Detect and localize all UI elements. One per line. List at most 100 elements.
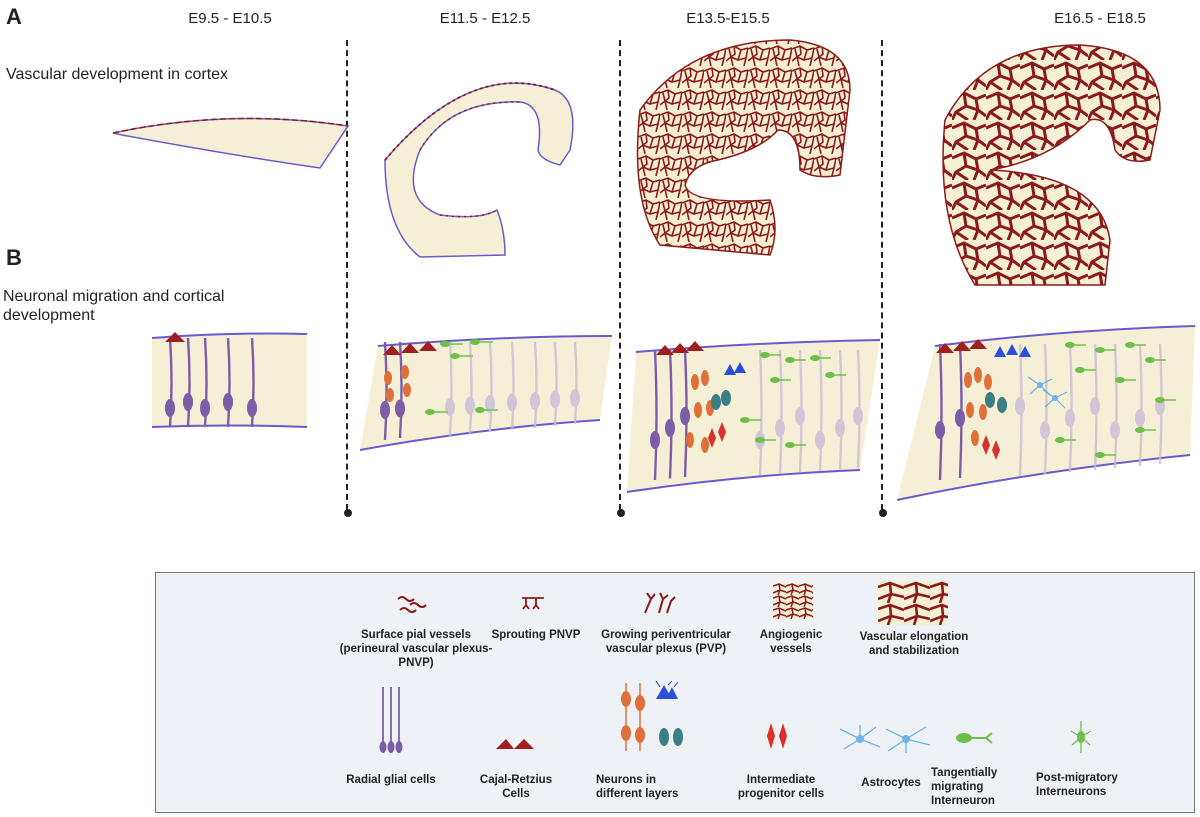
interneuron	[785, 442, 795, 448]
neuron	[979, 404, 987, 420]
cajal-retzius-cell	[969, 339, 987, 349]
neuron	[386, 388, 394, 402]
vascular-stage-2	[384, 82, 574, 258]
radial-glial-cell	[507, 341, 517, 431]
interneuron	[825, 372, 835, 378]
intermediate-progenitor	[982, 435, 990, 455]
neuron	[403, 383, 411, 397]
surface-pial-vessels-icon	[397, 596, 427, 613]
neuron	[694, 402, 702, 418]
vascular-elongation-icon	[878, 581, 948, 625]
radial-glial-cell	[485, 341, 495, 433]
legend-label-sprouting: Sprouting PNVP	[491, 629, 581, 641]
cortex-slab-stage-2	[359, 335, 613, 451]
stage-label-3: E13.5-E15.5	[686, 10, 770, 27]
interneuron	[1075, 367, 1085, 373]
neuron	[984, 374, 992, 390]
radial-glial-cell	[1135, 343, 1145, 467]
intermediate-progenitor	[992, 440, 1000, 460]
radial-glial-cell	[247, 337, 257, 428]
neuron	[384, 371, 392, 385]
cajal-retzius-cell	[953, 341, 971, 351]
vascular-title: Vascular development in cortex	[6, 66, 229, 83]
neuron	[971, 430, 979, 446]
vascular-stage-3	[636, 39, 851, 256]
cajal-retzius-cell	[383, 345, 401, 355]
interneuron	[1095, 452, 1105, 458]
stage-label-2: E11.5 - E12.5	[439, 10, 531, 27]
cajal-retzius-cell	[686, 341, 704, 351]
radial-glial-cell	[935, 343, 945, 481]
sprouting-pnvp-icon	[522, 597, 544, 610]
interneuron	[1055, 437, 1065, 443]
interneuron	[755, 437, 765, 443]
radial-glial-cell	[665, 349, 675, 479]
interneuron	[770, 377, 780, 383]
radial-glia-group-stage-3	[650, 341, 863, 481]
radial-glial-cell	[570, 341, 580, 425]
neuron-deep-layer	[721, 390, 731, 406]
growing-pvp-icon	[644, 592, 676, 614]
radial-glial-cell	[1065, 343, 1075, 473]
intermediate-progenitor-icon	[767, 723, 787, 749]
neuron	[974, 367, 982, 383]
interneuron	[1135, 427, 1145, 433]
interneuron	[1065, 342, 1075, 348]
radial-glial-cell	[550, 341, 560, 427]
neuron	[701, 370, 709, 386]
cajal-retzius-cells-icon	[496, 739, 534, 749]
interneuron	[785, 357, 795, 363]
illustration-canvas	[112, 39, 1196, 501]
neuron	[966, 402, 974, 418]
tangential-interneuron-icon	[956, 732, 993, 744]
radial-glial-cells-icon	[379, 687, 403, 753]
radial-glial-cell	[1040, 343, 1050, 475]
neuron	[691, 374, 699, 390]
cajal-retzius-cell	[419, 341, 437, 351]
cajal-retzius-cell	[936, 343, 954, 353]
radial-glial-cell	[650, 349, 660, 481]
radial-glial-cell	[1015, 343, 1025, 477]
intermediate-progenitor	[718, 422, 726, 442]
stage-divider-2	[619, 40, 621, 510]
radial-glial-cell	[775, 349, 785, 475]
radial-glial-cell	[465, 341, 475, 435]
cajal-retzius-cell	[656, 345, 674, 355]
stage-label-4: E16.5 - E18.5	[1054, 10, 1146, 27]
radial-glial-cell	[853, 349, 863, 469]
neuron-upper-layer	[1006, 344, 1018, 355]
radial-glia-group-stage-2	[380, 339, 580, 441]
stage-divider-3	[881, 40, 883, 510]
radial-glial-cell	[183, 337, 193, 428]
radial-glial-cell	[200, 337, 210, 428]
cajal-retzius-cell	[671, 343, 689, 353]
panel-b-label: B	[6, 245, 22, 270]
radial-glial-cell	[530, 341, 540, 429]
interneuron	[1095, 347, 1105, 353]
interneuron	[740, 417, 750, 423]
neuron-deep-layer	[711, 394, 721, 410]
angiogenic-vessels-icon	[773, 583, 813, 619]
radial-glial-cell	[795, 349, 805, 473]
legend-label-astrocytes: Astrocytes	[861, 777, 921, 789]
neuronal-title-line1: Neuronal migration and cortical	[3, 288, 225, 305]
intermediate-progenitor	[708, 428, 716, 448]
radial-glia-group-stage-1	[165, 332, 257, 428]
legend-label-surface-pial: Surface pial vessels(perineural vascular…	[339, 629, 493, 669]
interneuron	[760, 352, 770, 358]
stage-divider-dot-1	[344, 509, 352, 517]
legend-box: Surface pial vessels(perineural vascular…	[155, 572, 1195, 813]
interneuron	[440, 341, 450, 347]
neuron-upper-layer	[724, 364, 736, 375]
stage-divider-dot-2	[617, 509, 625, 517]
interneuron	[1155, 397, 1165, 403]
radial-glia-group-stage-4	[935, 339, 1176, 481]
radial-glial-cell	[1110, 343, 1120, 469]
neuron-upper-layer	[994, 346, 1006, 357]
neuron	[401, 365, 409, 379]
